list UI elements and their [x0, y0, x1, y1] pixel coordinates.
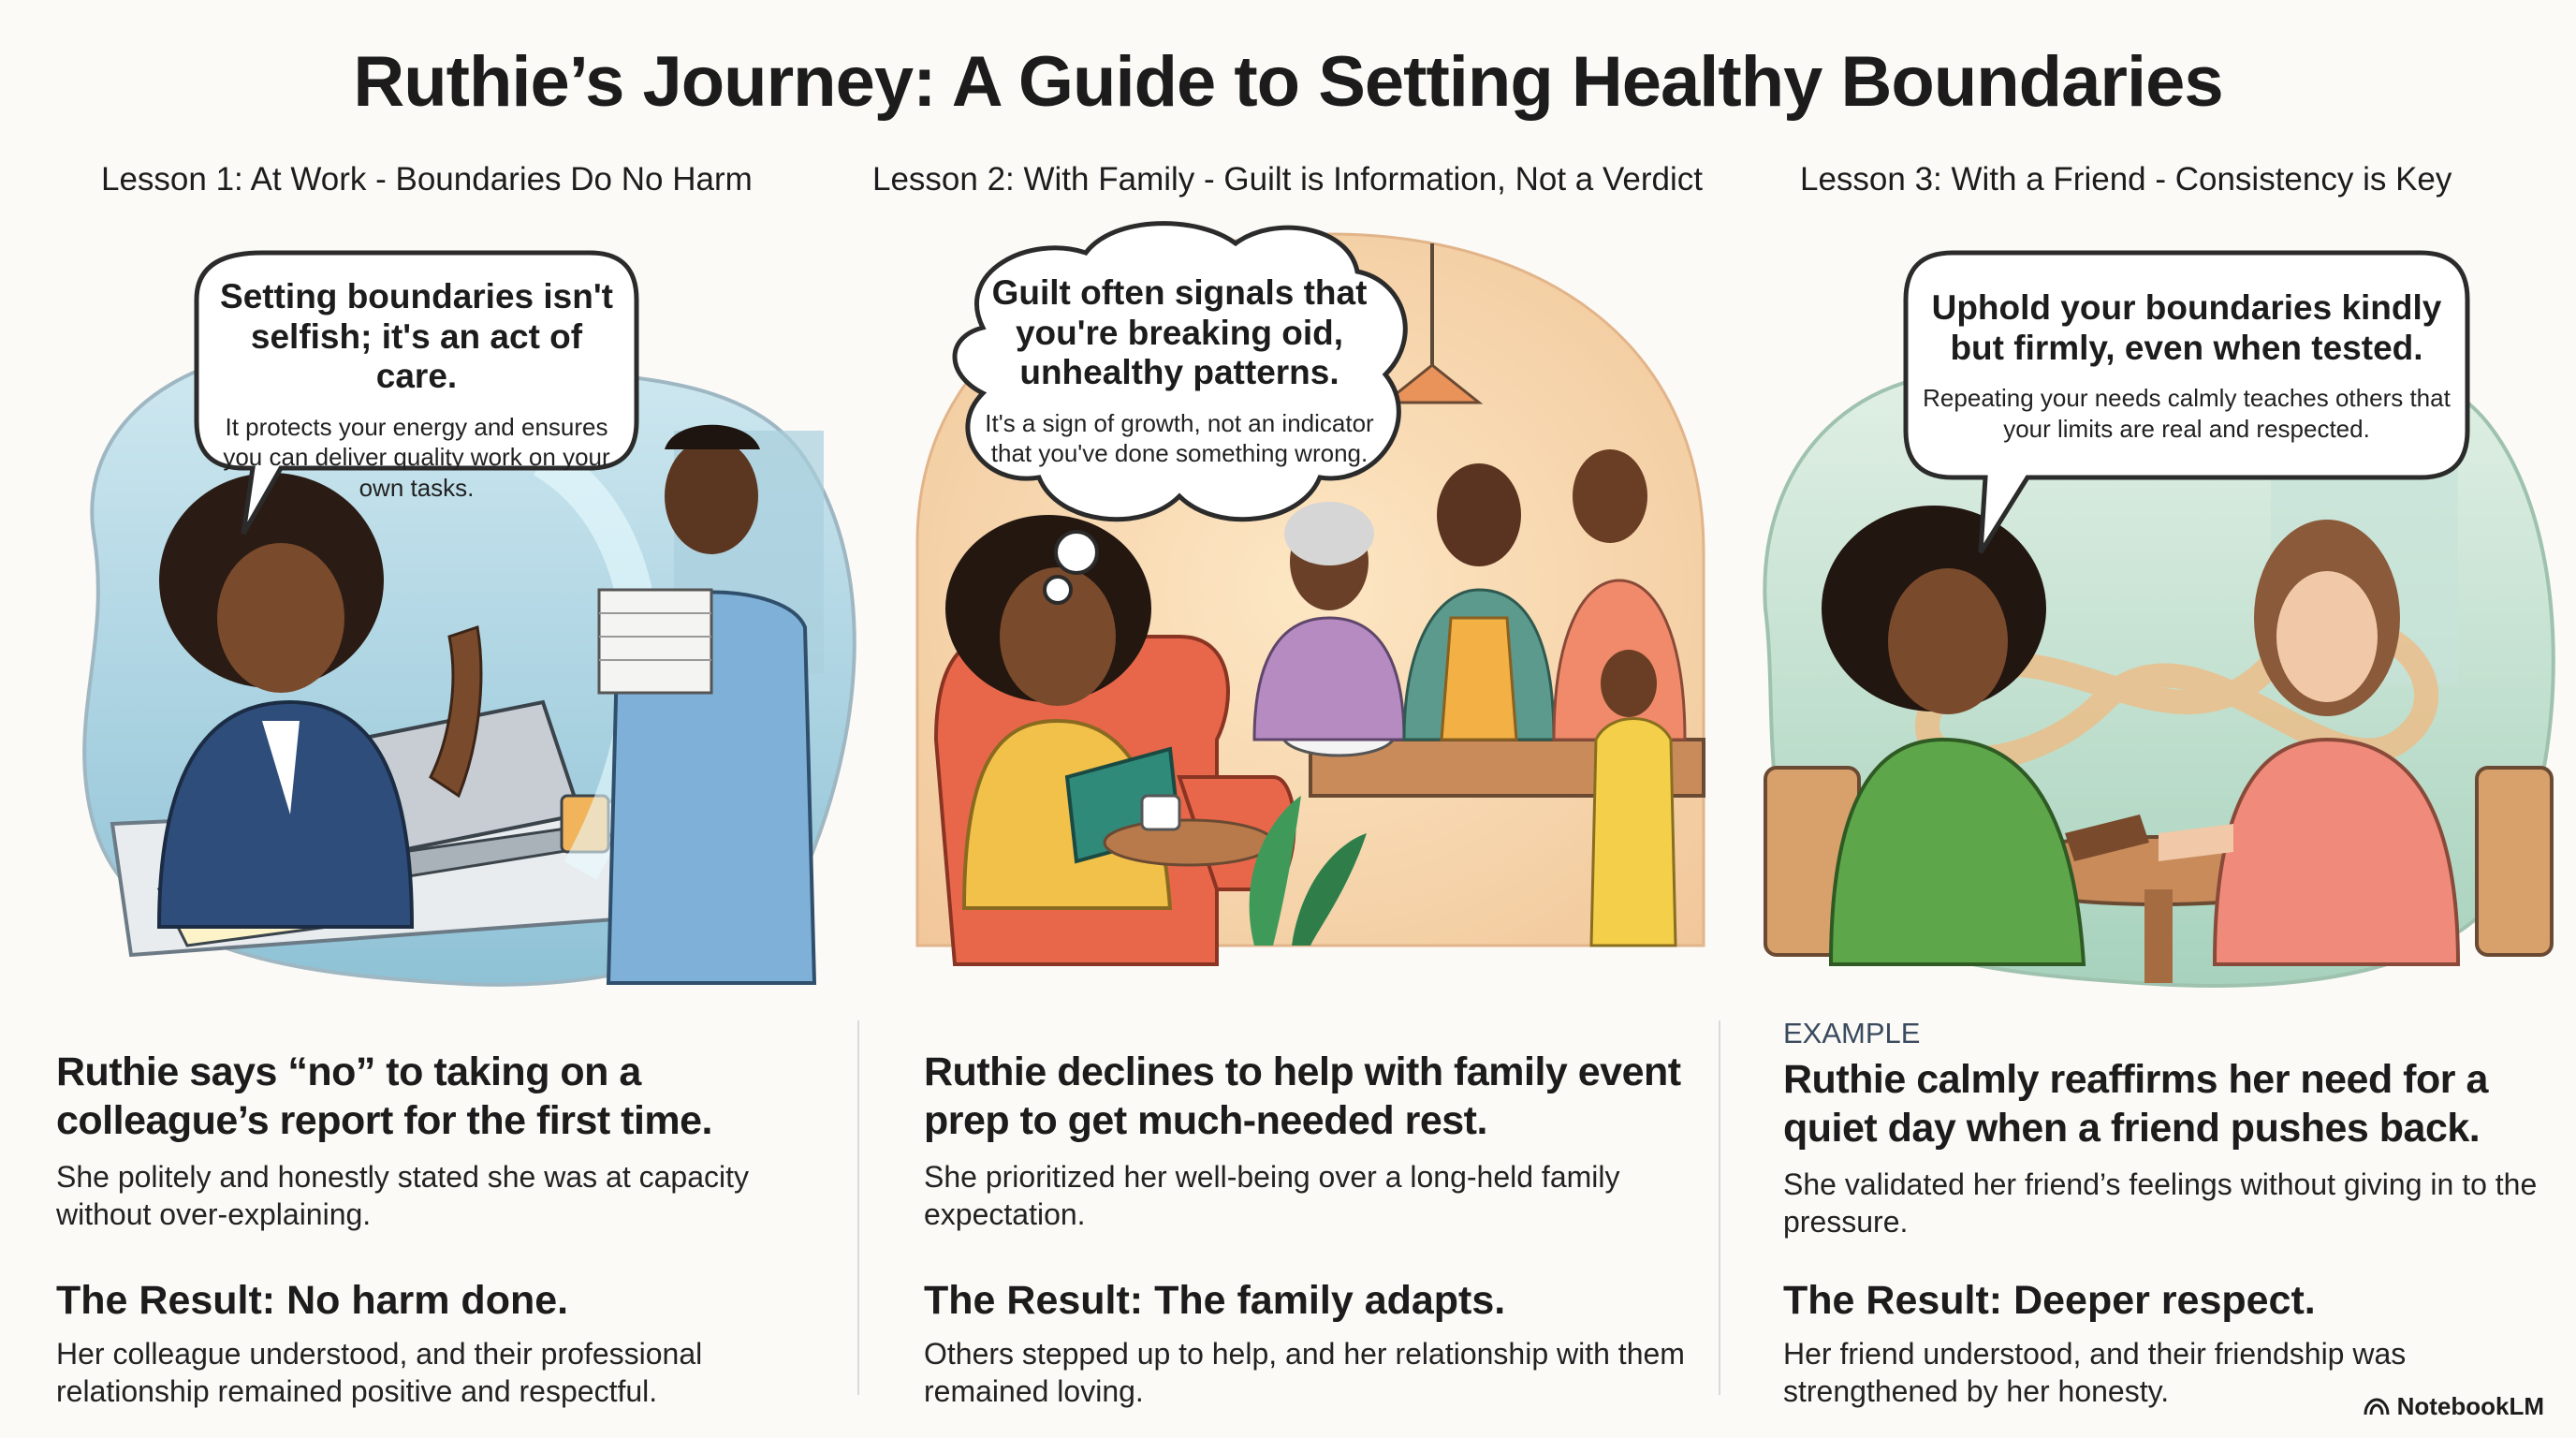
lesson-3-bubble: Uphold your boundaries kindly but firmly…: [1910, 288, 2463, 444]
lesson-1-illustration: [82, 250, 856, 987]
lesson-2-story-desc: She prioritized her well-being over a lo…: [924, 1160, 1620, 1232]
lesson-3-column: Uphold your boundaries kindly but firmly…: [1747, 215, 2570, 1432]
lesson-3-result-desc: Her friend understood, and their friends…: [1783, 1337, 2407, 1408]
lesson-2-column: Guilt often signals that you're breaking…: [899, 215, 1722, 1432]
lesson-3-story: EXAMPLE Ruthie calmly reaffirms her need…: [1783, 1017, 2576, 1240]
lesson-1-column: Setting boundaries isn't selfish; it's a…: [56, 215, 880, 1432]
lesson-2-bubble-main: Guilt often signals that you're breaking…: [991, 273, 1368, 392]
brand-badge: NotebookLM: [2364, 1392, 2544, 1421]
lesson-2-bubble-sub: It's a sign of growth, not an indicator …: [985, 408, 1374, 468]
lesson-3-result: The Result: Deeper respect. Her friend u…: [1783, 1278, 2576, 1410]
lesson-3-illustration: [1763, 250, 2555, 988]
lesson-1-result-title: The Result: No harm done.: [56, 1278, 569, 1323]
lesson-3-bubble-main: Uphold your boundaries kindly but firmly…: [1931, 288, 2442, 367]
lesson-1-heading: Lesson 1: At Work - Boundaries Do No Har…: [101, 161, 753, 198]
lesson-1-bubble-sub: It protects your energy and ensures you …: [223, 412, 610, 502]
lesson-2-heading: Lesson 2: With Family - Guilt is Informa…: [872, 161, 1703, 198]
page-title: Ruthie’s Journey: A Guide to Setting Hea…: [353, 42, 2223, 122]
brand-name: NotebookLM: [2396, 1392, 2544, 1420]
lesson-3-eyebrow: EXAMPLE: [1783, 1017, 1921, 1049]
lesson-1-result-desc: Her colleague understood, and their prof…: [56, 1337, 703, 1408]
lesson-2-result-desc: Others stepped up to help, and her relat…: [924, 1337, 1685, 1408]
lesson-2-bubble: Guilt often signals that you're breaking…: [973, 273, 1385, 469]
lesson-2-story-title: Ruthie declines to help with family even…: [924, 1049, 1681, 1143]
column-divider: [1719, 1020, 1720, 1395]
lesson-3-bubble-sub: Repeating your needs calmly teaches othe…: [1923, 384, 2451, 443]
lesson-1-story-desc: She politely and honestly stated she was…: [56, 1160, 749, 1232]
lesson-2-illustration: [915, 221, 1705, 966]
lesson-2-result: The Result: The family adapts. Others st…: [924, 1278, 1720, 1410]
lesson-1-story: Ruthie says “no” to taking on a colleagu…: [56, 1049, 852, 1233]
lesson-3-heading: Lesson 3: With a Friend - Consistency is…: [1800, 161, 2452, 198]
lesson-1-bubble-main: Setting boundaries isn't selfish; it's a…: [220, 277, 613, 396]
notebooklm-logo-icon: [2364, 1397, 2390, 1415]
lesson-3-story-desc: She validated her friend’s feelings with…: [1783, 1167, 2538, 1240]
lesson-3-result-title: The Result: Deeper respect.: [1783, 1278, 2316, 1323]
lesson-3-story-title: Ruthie calmly reaffirms her need for a q…: [1783, 1057, 2488, 1151]
lesson-1-result: The Result: No harm done. Her colleague …: [56, 1278, 852, 1410]
lesson-2-result-title: The Result: The family adapts.: [924, 1278, 1506, 1323]
lesson-1-bubble: Setting boundaries isn't selfish; it's a…: [215, 277, 618, 503]
column-divider: [857, 1020, 859, 1395]
lesson-1-story-title: Ruthie says “no” to taking on a colleagu…: [56, 1049, 713, 1143]
lesson-2-story: Ruthie declines to help with family even…: [924, 1049, 1720, 1233]
